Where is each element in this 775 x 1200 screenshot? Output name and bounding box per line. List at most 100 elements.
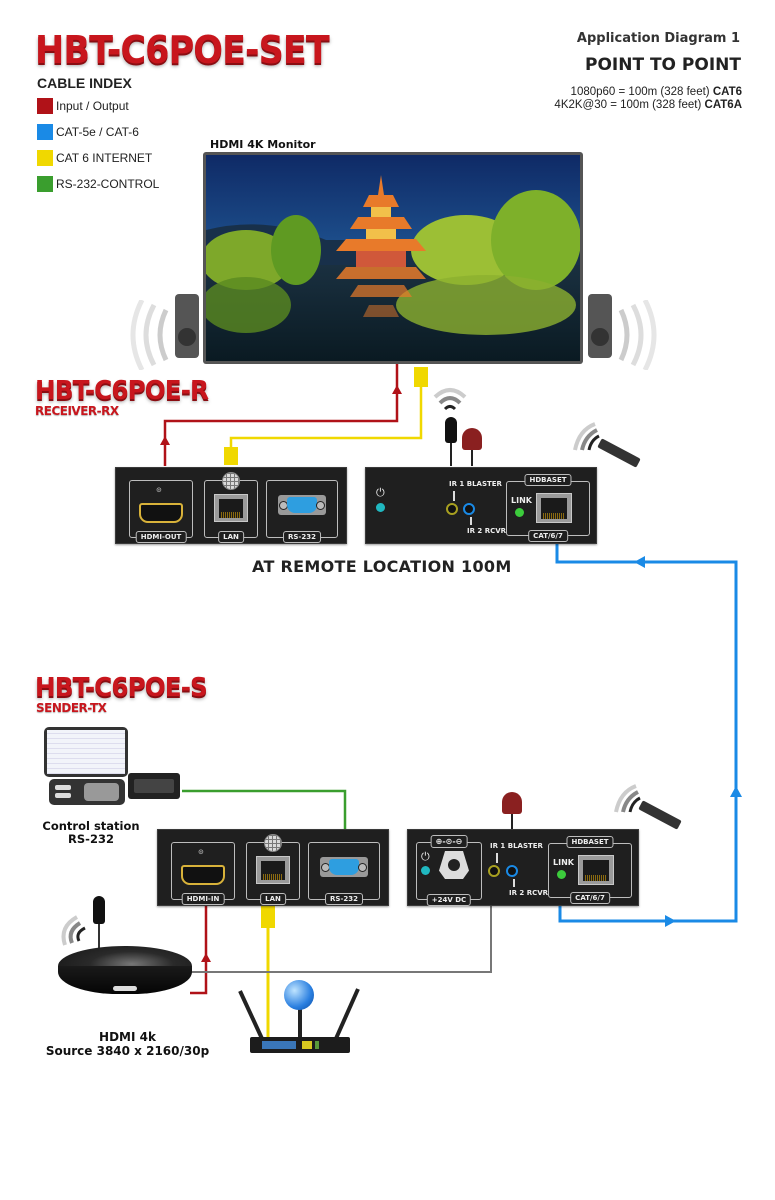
- rs232-port-group: RS-232: [308, 842, 380, 905]
- hdmi-in-port-group: ⊙ HDMI-IN: [171, 842, 235, 905]
- product-set-title: HBT-C6POE-SET: [35, 28, 330, 72]
- control-software-screen: [47, 730, 125, 774]
- port-label: RS-232: [325, 893, 363, 905]
- ir1-label: IR 1 BLASTER: [490, 842, 543, 850]
- hdbaset-port[interactable]: [536, 493, 572, 523]
- hdbaset-label: HDBASET: [524, 474, 572, 486]
- hdmi-in-port[interactable]: [181, 865, 225, 885]
- ir2-label: IR 2 RCVR: [467, 527, 507, 535]
- control-monitor: [44, 727, 128, 777]
- receiver-model: HBT-C6POE-R: [35, 376, 209, 406]
- dc-power-jack[interactable]: [439, 851, 469, 879]
- power-icon: ⏻: [376, 487, 385, 499]
- speaker-right: [588, 294, 612, 358]
- spec-text: 4K2K@30 = 100m (328 feet): [554, 99, 705, 111]
- db9-adapter-icon: [128, 773, 180, 799]
- cable-hdmi-source-tx: [190, 906, 208, 995]
- receiver-role: RECEIVER-RX: [35, 404, 119, 418]
- ir-blaster-emitter: [502, 792, 522, 814]
- rs232-port[interactable]: [320, 857, 368, 877]
- legend-swatch: [37, 124, 53, 140]
- caption-line: RS-232: [68, 832, 114, 846]
- rs232-port-group: RS-232: [266, 480, 338, 543]
- remote-control-icon: [573, 422, 641, 468]
- cat-label: CAT/6/7: [528, 530, 568, 542]
- hdmi-out-port[interactable]: [139, 503, 183, 523]
- arrow-hdmi-monitor: [392, 385, 402, 394]
- internet-router: [222, 980, 362, 1055]
- arrow-cat-right: [665, 915, 676, 927]
- remote-control-icon: [614, 784, 682, 830]
- power-led: [421, 866, 430, 875]
- source-caption: HDMI 4k Source 3840 x 2160/30p: [40, 1030, 215, 1058]
- sender-hdbaset-panel: ⊕-⊙-⊖ ⏻ +24V DC IR 1 BLASTER IR 2 RCVR H…: [407, 829, 639, 906]
- ir1-label: IR 1 BLASTER: [449, 480, 502, 488]
- globe-icon: [222, 472, 240, 490]
- hdbaset-label: HDBASET: [566, 836, 614, 848]
- ir-receiver-sensor: [445, 417, 457, 443]
- sound-waves-right-icon: [618, 300, 657, 370]
- legend-label: CAT-5e / CAT-6: [56, 125, 139, 139]
- hdmi-4k-source-player: [58, 946, 192, 1012]
- cable-lan-rx-monitor: [229, 386, 423, 450]
- ir-wave-icon: [433, 388, 467, 411]
- ir1-blaster-jack[interactable]: [488, 865, 500, 877]
- link-led: [557, 870, 566, 879]
- legend-swatch: [37, 176, 53, 192]
- screw-icon: ⊙: [156, 486, 162, 494]
- remote-location-label: AT REMOTE LOCATION 100M: [252, 557, 512, 576]
- hdbaset-port-group: HDBASET LINK CAT/6/7: [548, 836, 632, 904]
- power-led: [376, 503, 385, 512]
- caption-line: Source 3840 x 2160/30p: [45, 1044, 210, 1058]
- arrow-hdmi-tx: [201, 953, 211, 962]
- legend-swatch: [37, 150, 53, 166]
- hdmi-out-port-group: ⊙ HDMI-OUT: [129, 480, 193, 543]
- dc-power-group: ⊕-⊙-⊖ ⏻ +24V DC: [416, 835, 482, 906]
- port-label: HDMI-IN: [181, 893, 225, 905]
- legend-swatch: [37, 98, 53, 114]
- ir2-receiver-jack[interactable]: [463, 503, 475, 515]
- ir1-blaster-jack[interactable]: [446, 503, 458, 515]
- rj45-plug-tx-lan: [261, 906, 275, 928]
- topology-mode-title: POINT TO POINT: [584, 55, 741, 75]
- lan-port[interactable]: [214, 494, 248, 522]
- port-label: RS-232: [283, 531, 321, 543]
- rs232-port[interactable]: [278, 495, 326, 515]
- polarity-symbol: ⊕-⊙-⊖: [430, 835, 468, 848]
- speaker-left: [175, 294, 199, 358]
- legend-item-internet: CAT 6 INTERNET: [37, 150, 159, 166]
- arrow-cat-left: [634, 556, 645, 568]
- legend-item-cat: CAT-5e / CAT-6: [37, 124, 159, 140]
- cable-index-title: CABLE INDEX: [37, 75, 132, 91]
- cable-rs232: [182, 789, 347, 829]
- cable-index-legend: Input / Output CAT-5e / CAT-6 CAT 6 INTE…: [37, 98, 159, 192]
- control-station-caption: Control station RS-232: [41, 820, 141, 846]
- lan-port-group: LAN: [246, 834, 300, 905]
- link-label: LINK: [511, 496, 532, 505]
- ir2-receiver-jack[interactable]: [506, 865, 518, 877]
- arrow-hdmi-rx: [160, 436, 170, 445]
- hdbaset-port[interactable]: [578, 855, 614, 885]
- legend-item-rs232: RS-232-CONTROL: [37, 176, 159, 192]
- ir1-tick: [496, 853, 498, 863]
- spec-cable: CAT6A: [704, 99, 742, 111]
- legend-label: CAT 6 INTERNET: [56, 151, 153, 165]
- ir-receiver-sensor: [93, 896, 105, 924]
- legend-label: Input / Output: [56, 99, 129, 113]
- spec-text: 1080p60 = 100m (328 feet): [570, 86, 713, 98]
- caption-line: Control station: [42, 819, 140, 833]
- ir-blaster-emitter: [462, 428, 482, 450]
- application-diagram-label: Application Diagram 1: [576, 31, 740, 46]
- sound-waves-left-icon: [130, 300, 169, 370]
- spec-cable: CAT6: [712, 86, 742, 98]
- ir-wave-icon: [61, 915, 86, 946]
- ir2-tick: [470, 517, 472, 525]
- cat-label: CAT/6/7: [570, 892, 610, 904]
- arrow-cat-up: [730, 786, 742, 797]
- globe-icon: [264, 834, 282, 852]
- rj45-plug-rx-lan: [224, 447, 238, 465]
- ir1-tick: [453, 491, 455, 501]
- power-label: +24V DC: [426, 894, 472, 906]
- lan-port[interactable]: [256, 856, 290, 884]
